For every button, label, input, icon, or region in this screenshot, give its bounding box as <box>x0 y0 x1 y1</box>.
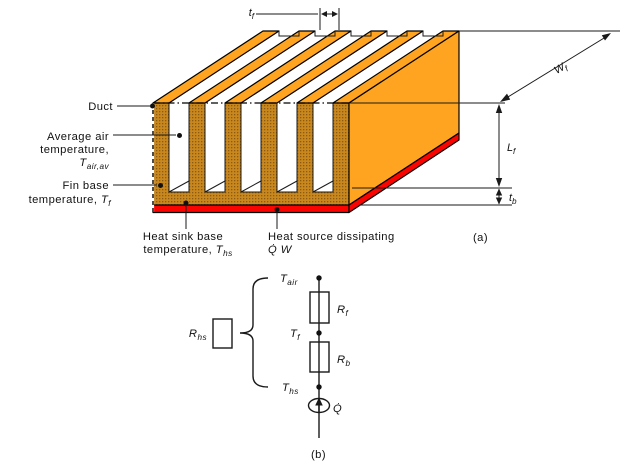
t-f-label: Tf <box>290 328 300 342</box>
arrowhead <box>332 11 338 17</box>
source-arrowhead-up <box>315 397 323 406</box>
channel-floor-edge <box>276 180 298 193</box>
channel-floor-edge <box>240 180 262 193</box>
channel-gap <box>169 103 189 192</box>
heat-source-label-line2: Q̇ W <box>268 243 293 256</box>
heat-source-strip-side <box>348 132 460 214</box>
rf-resistor-box <box>309 291 330 324</box>
brace <box>239 277 269 388</box>
dim-fin-width: Wf <box>459 30 620 102</box>
dim-fin-thickness: tf <box>249 7 340 30</box>
channel-gap <box>277 103 297 192</box>
arrowhead <box>495 178 503 187</box>
callout-heat-source: Heat source dissipating Q̇ W <box>268 207 395 256</box>
dim-lf-label: Lf <box>507 142 516 156</box>
avg-air-label-line2: temperature, <box>40 144 109 156</box>
callout-heat-sink-base-temperature: Heat sink base temperature, Ths <box>143 200 232 258</box>
channel-gap <box>241 103 261 192</box>
channel-gap <box>205 103 225 192</box>
rf-label: Rf <box>337 304 349 318</box>
leader-dot <box>274 207 280 212</box>
arrowhead <box>495 104 503 113</box>
leader-dot <box>158 183 163 188</box>
channel-gap-outline <box>168 103 190 193</box>
leader-dot <box>183 200 189 206</box>
t-hs-label: Ths <box>282 382 299 396</box>
dim-fin-height: Lf <box>349 102 516 189</box>
panel-a-heat-sink: tf Wf Lf tb <box>29 7 620 258</box>
heat-source-label-line1: Heat source dissipating <box>268 231 395 243</box>
channel-gap <box>313 103 333 192</box>
callout-duct: Duct <box>88 101 155 113</box>
panel-b-thermal-circuit: Rhs Tair Tf Ths Rf Rb Q̇ (b) <box>189 273 351 461</box>
heat-sink-label-line1: Heat sink base <box>143 231 223 243</box>
back-notch <box>350 31 372 37</box>
avg-air-label-line1: Average air <box>47 131 109 143</box>
leader-dot <box>150 103 155 109</box>
callout-fin-base-temperature: Fin base temperature, Tf <box>29 180 163 208</box>
rhs-resistor-box <box>212 318 233 349</box>
arrowhead <box>601 33 611 41</box>
arrowhead <box>321 11 327 17</box>
duct-label: Duct <box>88 101 113 113</box>
fin-channel-gaps <box>168 103 334 193</box>
node-t-f <box>316 330 322 336</box>
back-notch <box>314 31 336 37</box>
arrowhead <box>500 93 511 102</box>
back-notch <box>422 31 444 37</box>
channel-floor-edge <box>312 180 334 193</box>
channel-gap-outline <box>204 103 226 193</box>
channel-floor-edge <box>204 180 226 193</box>
dim-shaft <box>502 34 610 101</box>
fin-base-label-line1: Fin base <box>62 180 109 192</box>
callout-average-air-temperature: Average air temperature, Tair,av <box>40 131 182 171</box>
back-notch <box>386 31 408 37</box>
node-t-air <box>316 275 322 281</box>
q-dot-label: Q̇ <box>333 402 342 415</box>
arrowhead <box>495 188 503 196</box>
node-t-hs <box>316 384 322 390</box>
leader-dot <box>177 133 182 138</box>
rb-label: Rb <box>337 354 351 368</box>
channel-gap-outline <box>240 103 262 193</box>
panel-a-tag: (a) <box>473 232 488 244</box>
channel-gap-outline <box>276 103 298 193</box>
dim-base-thickness: tb <box>360 188 517 206</box>
dim-tb-label: tb <box>509 192 517 206</box>
heat-sink-label-line2: temperature, Ths <box>143 244 232 258</box>
channel-gap-outline <box>312 103 334 193</box>
rhs-label: Rhs <box>189 328 207 342</box>
heat-source-strip-front <box>152 204 350 214</box>
arrowhead <box>495 197 503 205</box>
back-notch <box>278 31 300 37</box>
fin-back-notches <box>278 31 444 37</box>
fin-base-label-line2: temperature, Tf <box>29 194 112 208</box>
panel-b-tag: (b) <box>311 449 326 461</box>
dim-wf-label: Wf <box>552 60 570 79</box>
dim-tf-label: tf <box>249 7 255 21</box>
avg-air-symbol: Tair,av <box>79 157 109 171</box>
rb-resistor-box <box>309 341 330 373</box>
t-air-label: Tair <box>280 273 298 287</box>
channel-floor-edge <box>168 180 190 193</box>
